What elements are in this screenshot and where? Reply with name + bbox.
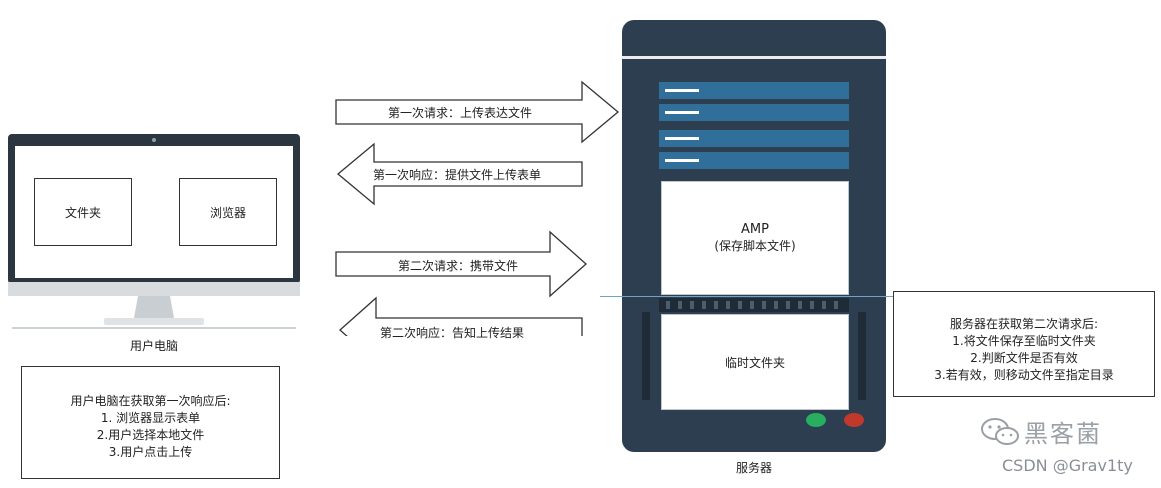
first-response-arrow: [336, 142, 583, 206]
rack-bar-2: [659, 104, 849, 121]
second-request-arrow: [335, 230, 587, 298]
second-response-arrow: [339, 296, 583, 336]
client-note-line-1: 1. 浏览器显示表单: [100, 411, 201, 425]
user-computer: 文件夹 浏览器 用户电脑: [0, 0, 310, 360]
server-note-line-1: 1.将文件保存至临时文件夹: [952, 334, 1096, 348]
folder-box: 文件夹: [34, 178, 132, 246]
user-computer-caption: 用户电脑: [129, 338, 178, 353]
server-note-text: 服务器在获取第二次请求后: 1.将文件保存至临时文件夹 2.判断文件是否有效 3…: [894, 316, 1154, 384]
client-note-text: 用户电脑在获取第一次响应后: 1. 浏览器显示表单 2.用户选择本地文件 3.用…: [22, 393, 279, 461]
monitor-chin: [8, 282, 300, 296]
server-caption: 服务器: [735, 460, 772, 475]
rack-bar-4-led: [665, 159, 699, 162]
monitor-stand: [134, 296, 174, 318]
watermark-brand: 黑客菌: [1024, 420, 1102, 448]
first-response-label: 第一次响应：提供文件上传表单: [373, 168, 542, 182]
temp-folder-box: 临时文件夹: [661, 314, 849, 410]
green-led-icon: [806, 413, 826, 427]
server-note-line-3: 3.若有效，则移动文件至指定目录: [934, 368, 1114, 382]
rack-bar-3: [659, 130, 849, 147]
folder-label: 文件夹: [64, 205, 101, 220]
rack-bar-4: [659, 152, 849, 169]
amp-box: AMP (保存脚本文件): [661, 181, 849, 295]
client-note-box: 用户电脑在获取第一次响应后: 1. 浏览器显示表单 2.用户选择本地文件 3.用…: [21, 366, 280, 479]
amp-title: AMP: [741, 222, 769, 237]
vent-slots: [666, 301, 838, 309]
amp-subtitle: (保存脚本文件): [714, 239, 796, 253]
monitor-base: [104, 318, 204, 325]
temp-folder-label: 临时文件夹: [724, 355, 785, 370]
right-rail: [858, 312, 866, 400]
server-note-line-2: 2.判断文件是否有效: [970, 351, 1078, 365]
webcam-dot: [152, 138, 156, 142]
wechat-icon: [981, 418, 1019, 445]
red-led-icon: [844, 413, 864, 427]
left-rail: [642, 312, 650, 400]
browser-box: 浏览器: [179, 178, 277, 246]
server-note-box: 服务器在获取第二次请求后: 1.将文件保存至临时文件夹 2.判断文件是否有效 3…: [893, 291, 1155, 397]
rack-bar-3-led: [665, 137, 699, 140]
client-note-title: 用户电脑在获取第一次响应后:: [70, 394, 231, 408]
watermark: 黑客菌 CSDN @Grav1ty: [980, 414, 1155, 484]
first-request-label: 第一次请求：上传表达文件: [388, 106, 533, 120]
server-top-line: [622, 56, 886, 59]
server-divider-line: [600, 296, 900, 297]
rack-bar-1-led: [665, 89, 699, 92]
first-request-arrow: [335, 80, 620, 144]
second-response-label: 第二次响应：告知上传结果: [380, 326, 525, 340]
rack-bar-1: [659, 82, 849, 99]
arrows-graphic: [335, 80, 620, 336]
browser-label: 浏览器: [209, 205, 246, 220]
rack-bar-2-led: [665, 111, 699, 114]
server-note-title: 服务器在获取第二次请求后:: [949, 317, 1099, 331]
watermark-credit: CSDN @Grav1ty: [1002, 456, 1133, 475]
client-note-line-3: 3.用户点击上传: [108, 445, 193, 459]
monitor-graphic: [8, 134, 300, 329]
client-note-line-2: 2.用户选择本地文件: [96, 428, 205, 442]
second-request-label: 第二次请求：携带文件: [398, 259, 519, 273]
